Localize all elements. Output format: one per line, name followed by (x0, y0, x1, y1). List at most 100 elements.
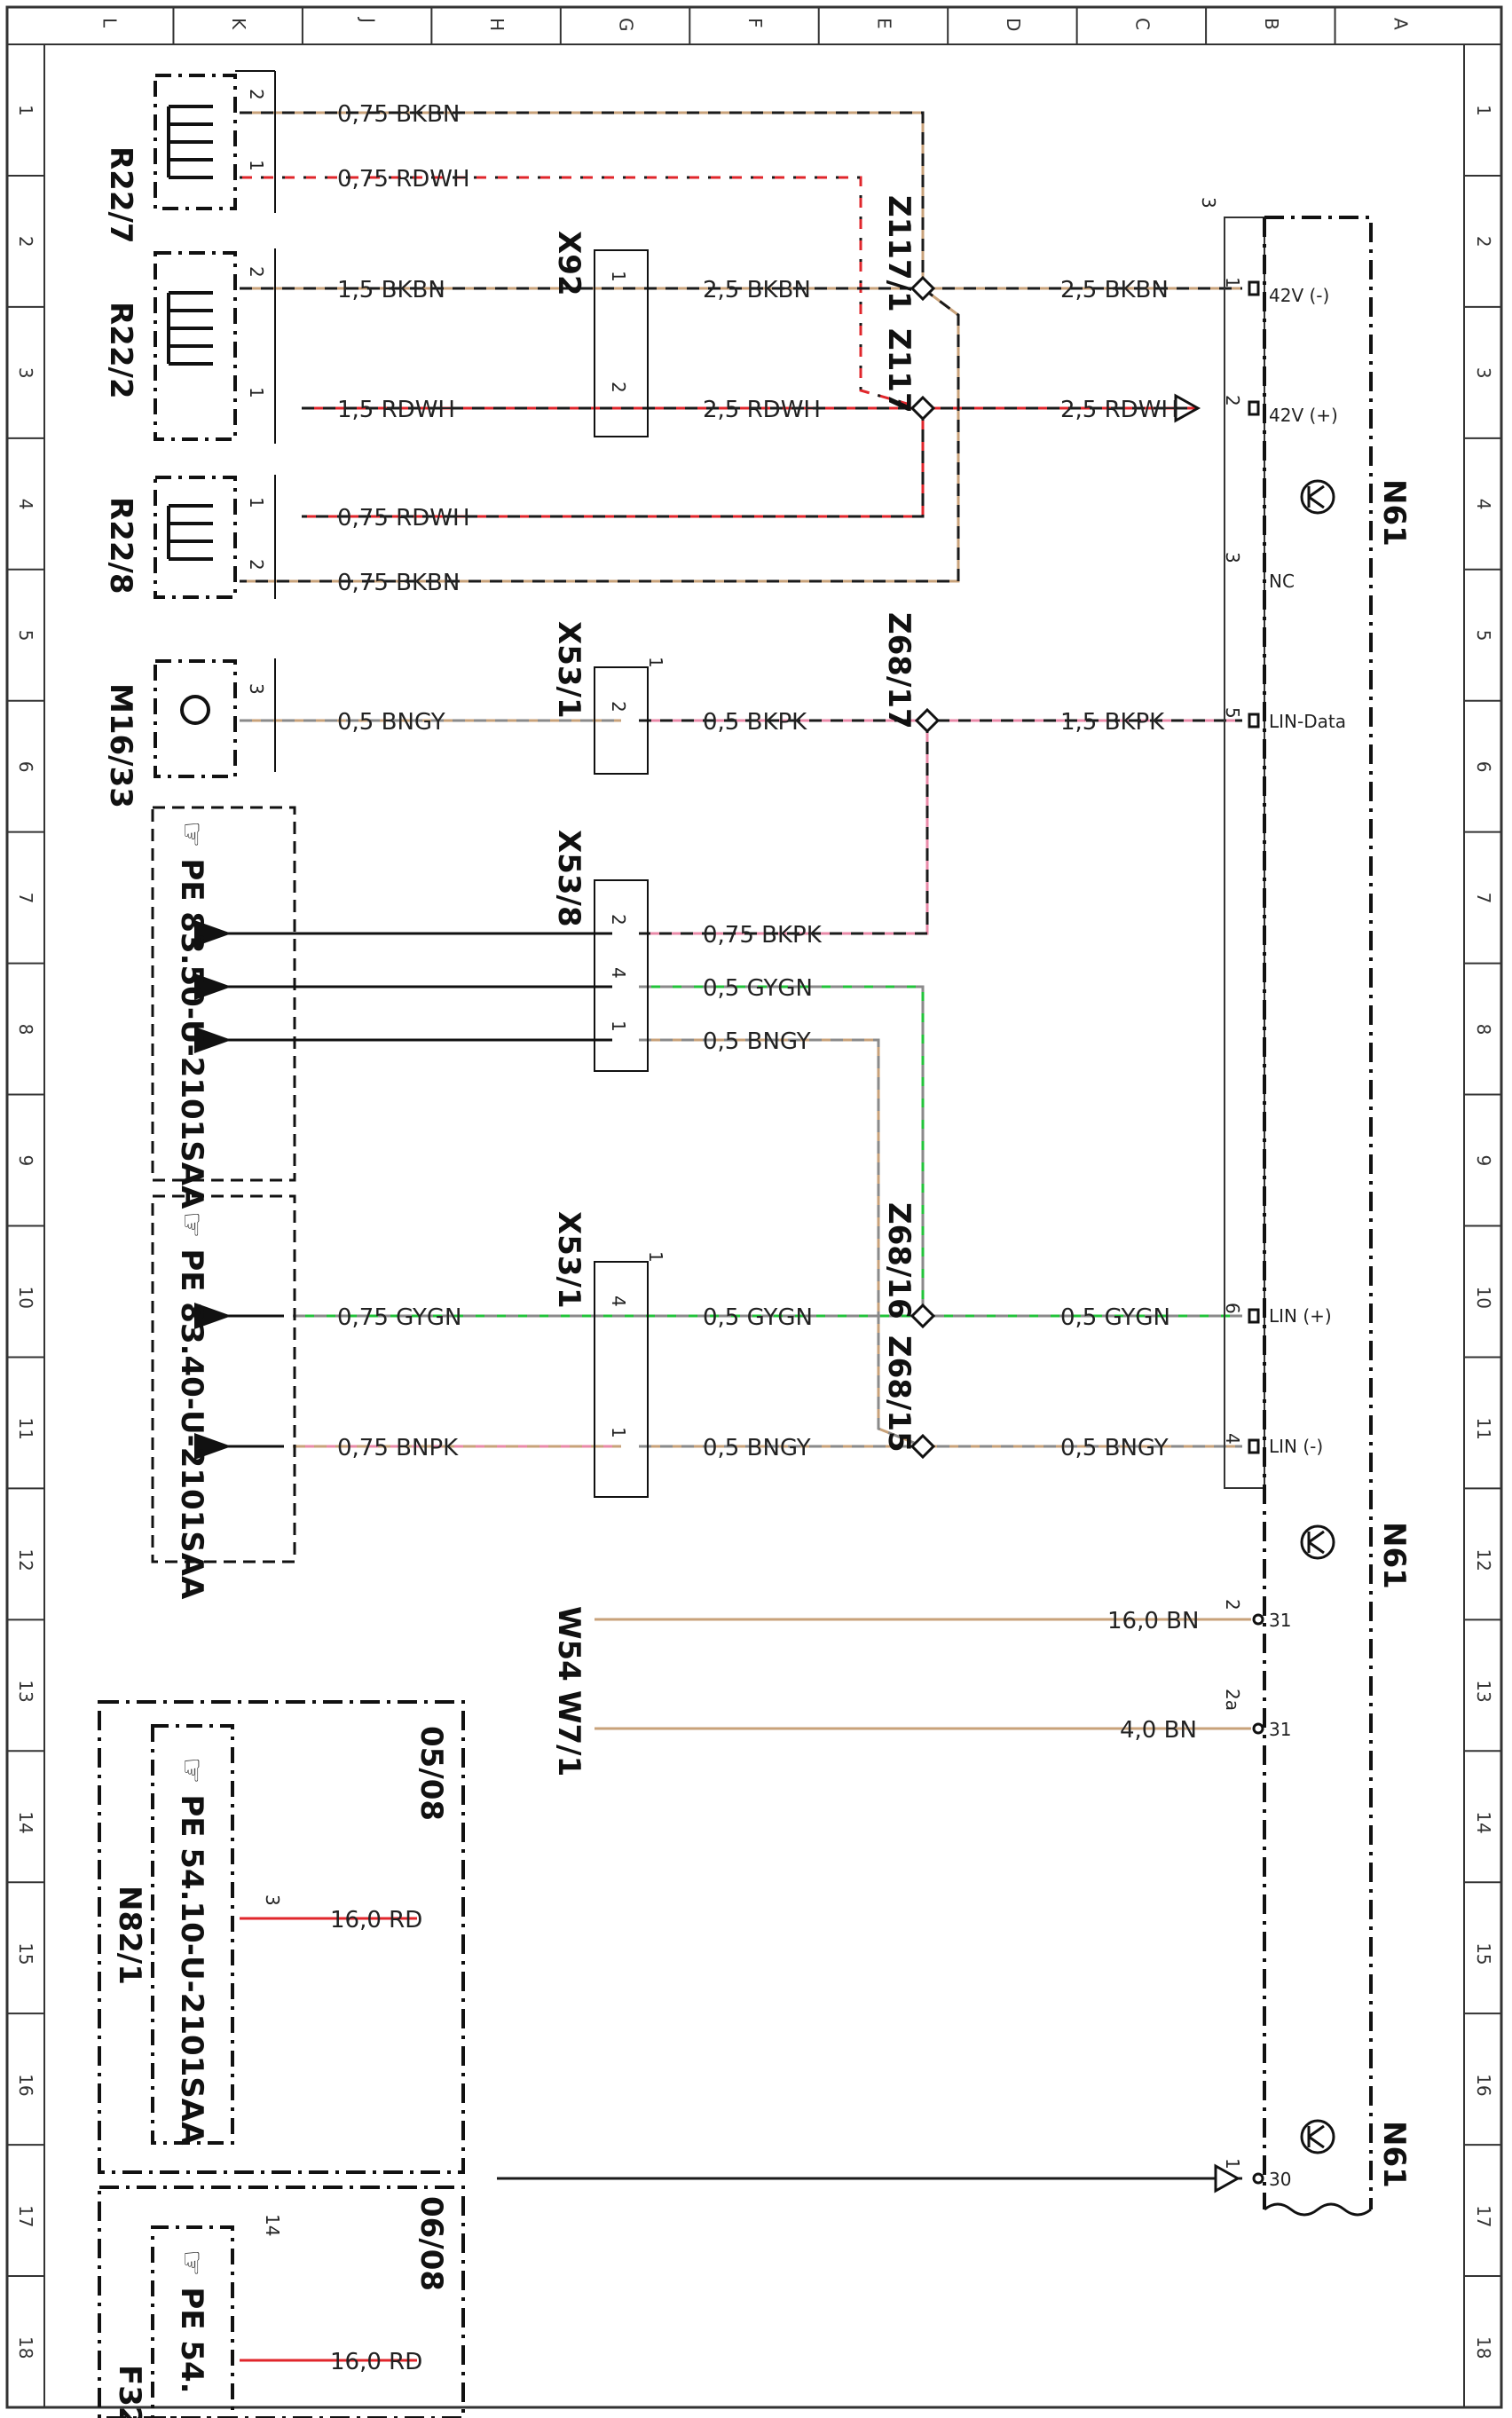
x53-1-top-connector (594, 666, 649, 775)
svg-text:1: 1 (246, 160, 267, 171)
wire-label: 0,75 BKBN (337, 101, 460, 128)
r22-7-heater (154, 70, 276, 213)
svg-text:4: 4 (1222, 1433, 1243, 1445)
splice-nodes (910, 275, 941, 1460)
svg-text:4: 4 (608, 967, 629, 979)
grid-row-label: 10 (15, 1286, 36, 1308)
grid-row-label: 17 (1473, 2205, 1494, 2227)
pin-function-label: 31 (1269, 1610, 1291, 1631)
wire-label: 2,5 BKBN (1060, 277, 1169, 303)
grid-row-label: 18 (15, 2336, 36, 2359)
wire-label: 1,5 BKBN (337, 277, 445, 303)
pin-function-label: 42V (+) (1269, 405, 1338, 426)
pin-function-label: 42V (-) (1269, 285, 1329, 306)
grid-column-label: B (1261, 18, 1282, 30)
z117-1-label: Z117/1 (881, 195, 917, 312)
wire-z117-1-r22-8 (240, 287, 960, 583)
grid-column-label: F (744, 18, 766, 28)
pe-54-10-ref[interactable]: ☞ PE 54.10-U-2101SAA (174, 1757, 209, 2146)
w7-1-label: W7/1 (551, 1690, 587, 1776)
pin-numbers: 1 2 3 5 6 4 2 2a 1 3 2 1 2 1 1 2 3 1 2 1… (246, 89, 1243, 2236)
r22-7-label: R22/7 (103, 146, 138, 244)
wire-z117-r22-8-rdwh (302, 408, 925, 518)
n61-pin-labels: 42V (-) 42V (+) NC LIN-Data LIN (+) LIN … (1269, 285, 1346, 2190)
svg-text:2: 2 (608, 701, 629, 713)
grid-row-label: 14 (1473, 1811, 1494, 1833)
grid-column-label: G (616, 18, 637, 32)
grid-row-label: 9 (1473, 1155, 1494, 1167)
z68-17-label: Z68/17 (881, 612, 917, 729)
grid-row-label: 4 (1473, 499, 1494, 510)
transistor-icon (1300, 1524, 1335, 1560)
grid-row-label: 16 (1473, 2074, 1494, 2096)
wire-label: 16,0 RD (330, 1907, 422, 1934)
wire-label: 0,75 BKBN (337, 570, 460, 596)
svg-text:2: 2 (608, 914, 629, 925)
svg-text:2: 2 (1222, 1599, 1243, 1611)
grid-row-label: 2 (15, 236, 36, 248)
wire-r22-7-bkbn (240, 111, 925, 288)
x53-1-top-label: X53/1 (551, 621, 587, 719)
wires (194, 111, 1251, 2362)
svg-text:2: 2 (608, 382, 629, 393)
svg-text:2: 2 (246, 266, 267, 278)
wire-label: 0,75 BNPK (337, 1435, 459, 1461)
pe-83-40-ref[interactable]: ☞ PE 83.40-U-2101SAA (174, 1211, 209, 1600)
triangle-icon (1214, 2163, 1241, 2194)
n61-label-a: N61 (1376, 479, 1412, 547)
grid-row-label: 3 (1473, 367, 1494, 379)
r22-8-label: R22/8 (103, 497, 138, 595)
wire-label: 0,5 GYGN (703, 975, 813, 1002)
pe-83-50-ref[interactable]: ☞ PE 83.50-U-2101SAA (174, 821, 209, 1209)
wire-label: 16,0 BN (1107, 1608, 1199, 1634)
wire-label: 1,5 RDWH (337, 397, 455, 423)
grid-row-label: 13 (1473, 1680, 1494, 1702)
pe-83-50-box (151, 806, 296, 1182)
page-ref-06-08[interactable]: 06/08 (413, 2196, 449, 2291)
grid-column-label: K (228, 18, 249, 30)
f32-label: F32 (112, 2365, 147, 2418)
svg-text:1: 1 (1222, 2158, 1243, 2170)
wire-label: 2,5 RDWH (1060, 397, 1178, 423)
svg-text:1: 1 (608, 271, 629, 282)
svg-text:3: 3 (246, 683, 267, 695)
grid-row-label: 18 (1473, 2336, 1494, 2359)
grid-row-label: 13 (15, 1680, 36, 1702)
n61-label-c: N61 (1376, 2121, 1412, 2188)
grid-row-label: 7 (15, 893, 36, 904)
x53-8-label: X53/8 (551, 830, 587, 927)
n82-1-box (98, 1700, 465, 2174)
r22-2-heater (154, 248, 276, 444)
grid-row-label: 11 (15, 1417, 36, 1439)
wire-label: 0,5 BKPK (703, 709, 807, 736)
grid-row-label: 10 (1473, 1286, 1494, 1308)
pin-function-label: 31 (1269, 1719, 1291, 1740)
pe-54-ref[interactable]: ☞ PE 54. (174, 2249, 209, 2394)
z68-16-label: Z68/16 (881, 1202, 917, 1319)
wire-label: 0,75 RDWH (337, 505, 470, 532)
svg-text:5: 5 (1222, 707, 1243, 719)
pin-function-label: LIN (-) (1269, 1436, 1323, 1457)
svg-text:2: 2 (246, 89, 267, 100)
grid-row-label: 7 (1473, 893, 1494, 904)
pe-83-40-box (151, 1194, 296, 1563)
wire-r22-7-rdwh (240, 176, 924, 410)
arrows-pe-83-40 (194, 1303, 284, 1460)
svg-text:1: 1 (1222, 277, 1243, 288)
grid-row-label: 11 (1473, 1417, 1494, 1439)
grid-row-label: 3 (15, 367, 36, 379)
grid-row-label: 15 (15, 1942, 36, 1965)
grid-row-label: 17 (15, 2205, 36, 2227)
grid-row-label: 12 (1473, 1548, 1494, 1571)
grid-row-label: 9 (15, 1155, 36, 1167)
svg-text:6: 6 (1222, 1303, 1243, 1314)
grid-column-label: A (1390, 18, 1411, 30)
grid-column-label: C (1131, 18, 1153, 30)
r22-2-label: R22/2 (103, 302, 138, 399)
n61-pin-stubs (1248, 280, 1264, 2185)
page-ref-05-08[interactable]: 05/08 (413, 1726, 449, 1821)
pin-function-label: NC (1269, 571, 1295, 592)
grid-column-label: D (1003, 18, 1024, 31)
